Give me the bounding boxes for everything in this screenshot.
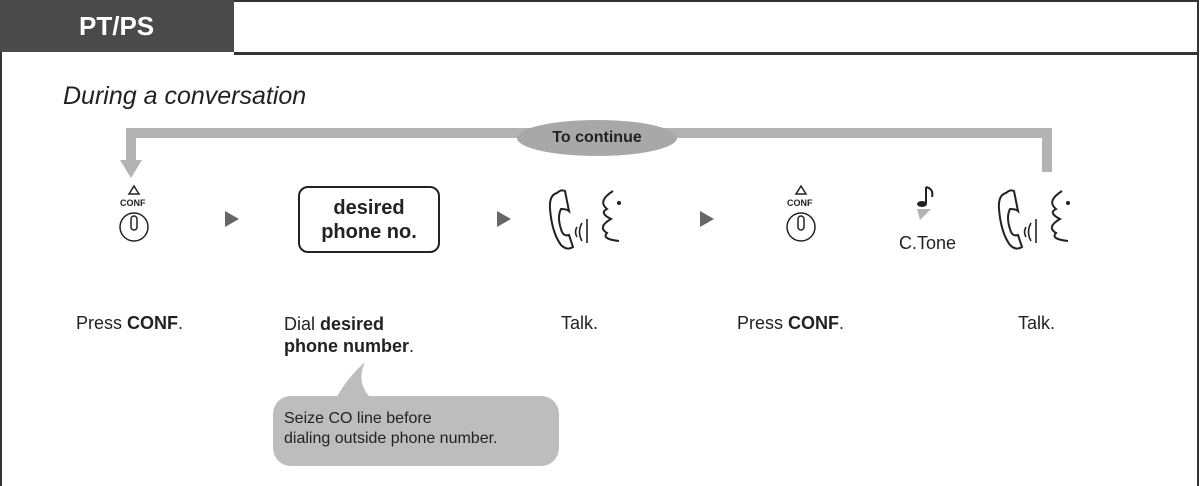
note-line2: dialing outside phone number. <box>284 430 498 447</box>
note-bubble-tail <box>335 362 373 400</box>
step-arrow <box>700 211 714 227</box>
step-arrow <box>225 211 239 227</box>
confirmation-tone-icon <box>917 186 934 220</box>
header-rule <box>234 52 1199 55</box>
loop-arrow-head <box>120 160 142 178</box>
note-line1: Seize CO line before <box>284 410 432 427</box>
talk-handset-icon <box>548 189 621 250</box>
header-tab: PT/PS <box>0 0 234 52</box>
step-arrow <box>497 211 511 227</box>
conf-key-label: CONF <box>120 198 146 208</box>
step-label-press-conf: Press CONF. <box>737 313 845 333</box>
conf-key-icon <box>119 184 149 242</box>
talk-handset-icon <box>997 189 1070 250</box>
note-bubble: Seize CO line before dialing outside pho… <box>273 396 559 466</box>
ctone-label: C.Tone <box>899 233 957 253</box>
step-label-talk: Talk. <box>561 313 599 333</box>
step-label-press-conf: Press CONF. <box>76 313 184 333</box>
to-continue-pill: To continue <box>517 120 677 156</box>
heading: During a conversation <box>63 82 307 110</box>
step-label-talk: Talk. <box>1018 313 1056 333</box>
conf-key-label: CONF <box>787 198 813 208</box>
conf-key-icon <box>786 184 816 242</box>
dial-box-line2: phone no. <box>321 221 417 243</box>
step-label-dial: Dial desired phone number. <box>284 314 415 356</box>
desired-phone-no-box: desired phone no. <box>298 186 440 253</box>
dial-box-line1: desired <box>333 197 405 219</box>
header-tab-label: PT/PS <box>79 11 155 41</box>
